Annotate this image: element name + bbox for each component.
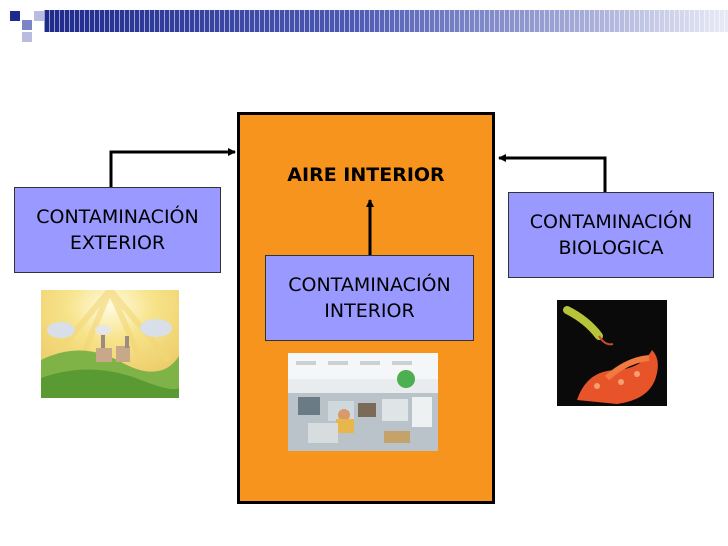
decorative-square (34, 11, 44, 21)
arrow-exterior-to-center (109, 148, 236, 187)
box-label-line1: CONTAMINACIÓN (288, 274, 451, 296)
box-label-line2: EXTERIOR (69, 232, 166, 254)
office-photo-image (288, 353, 438, 451)
box-label-line1: CONTAMINACIÓN (36, 206, 199, 228)
banner-stripe (44, 10, 728, 32)
decorative-banner (0, 0, 728, 46)
decorative-square (22, 32, 32, 42)
box-label-line2: BIOLOGICA (558, 237, 664, 259)
bacteria-image (557, 300, 667, 406)
industrial-landscape-image (41, 290, 179, 398)
box-label-line2: INTERIOR (324, 300, 415, 322)
contaminacion-exterior-box: CONTAMINACIÓN EXTERIOR (14, 187, 221, 273)
decorative-square (22, 20, 32, 30)
decorative-square (10, 11, 20, 21)
contaminacion-biologica-box: CONTAMINACIÓN BIOLOGICA (508, 192, 714, 278)
aire-interior-title: AIRE INTERIOR (287, 164, 445, 186)
box-label-line1: CONTAMINACIÓN (529, 211, 693, 233)
arrow-biologica-to-center (498, 154, 607, 192)
contaminacion-interior-box: CONTAMINACIÓN INTERIOR (265, 255, 474, 341)
